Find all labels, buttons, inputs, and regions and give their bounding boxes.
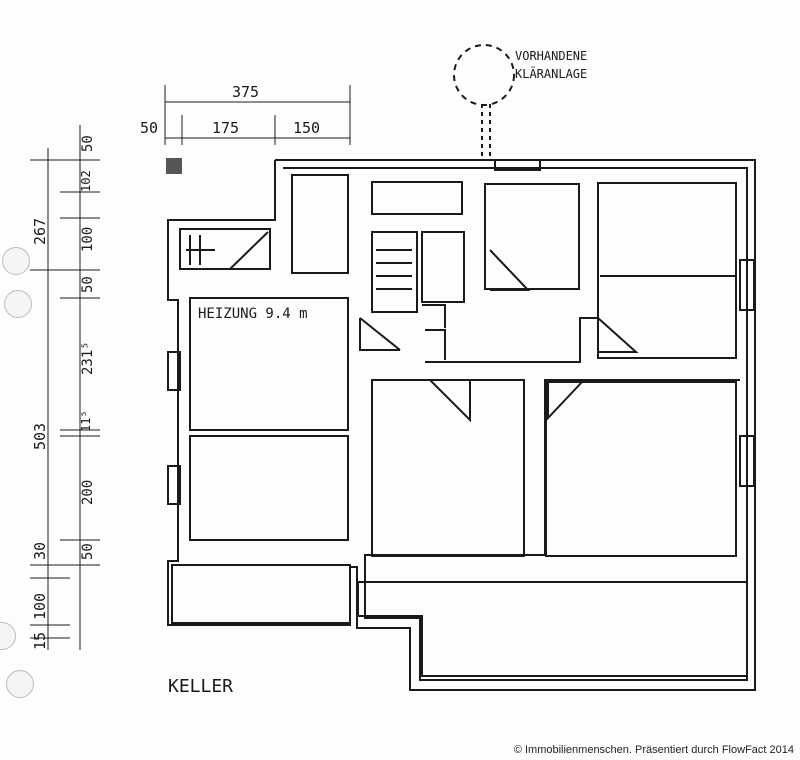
outer-wall	[167, 159, 756, 691]
heizung-door	[359, 317, 401, 351]
punch-hole-2	[4, 290, 32, 318]
room-middle-lower	[371, 379, 525, 557]
room-shaft-1	[291, 174, 349, 274]
dim-inner-115: 11⁵	[79, 410, 93, 432]
door-upper-middle	[489, 249, 531, 291]
chimney-marker	[166, 158, 182, 174]
annotation-line-2: KLÄRANLAGE	[515, 66, 587, 81]
stair-diag-1	[229, 231, 269, 270]
dim-left-503: 503	[31, 423, 49, 450]
dim-inner-50: 50	[80, 276, 96, 293]
floor-label: KELLER	[168, 676, 233, 697]
window-left-1	[167, 351, 181, 391]
room-bottom-right	[357, 581, 748, 677]
room-bottom-left	[171, 564, 351, 624]
window-top	[494, 159, 541, 171]
plan-walls	[167, 44, 756, 691]
door-middle-lower	[429, 379, 471, 423]
room-label-heizung: HEIZUNG 9.4 m	[198, 306, 308, 322]
dim-inner-2315: 231⁵	[80, 341, 96, 375]
dimension-lines-left	[30, 125, 100, 650]
dim-inner-50-bottom: 50	[80, 543, 96, 560]
door-corridor-left	[425, 329, 446, 360]
stair-left	[179, 228, 271, 270]
dim-inner-102: 102	[79, 170, 93, 192]
room-shaft-2	[371, 181, 463, 215]
dim-left-267: 267	[31, 218, 49, 245]
room-right-lower	[545, 381, 737, 557]
dim-top-mid: 175	[212, 119, 239, 137]
annotation-line-1: VORHANDENE	[515, 49, 587, 63]
window-left-2	[167, 465, 181, 505]
dim-inner-100: 100	[80, 227, 96, 252]
punch-hole-1	[2, 247, 30, 275]
dim-inner-50-top: 50	[80, 135, 96, 152]
inner-wall-outline	[283, 167, 748, 681]
dim-top-total: 375	[232, 83, 259, 101]
dim-inner-200: 200	[80, 480, 96, 505]
dim-left-15: 15	[31, 632, 49, 650]
room-wc	[421, 231, 465, 303]
copyright-text: © Immobilienmenschen. Präsentiert durch …	[513, 744, 794, 756]
room-heizung	[189, 297, 349, 431]
dim-left-100: 100	[31, 593, 49, 620]
window-right-1	[739, 259, 755, 311]
dim-left-30: 30	[31, 542, 49, 560]
heizung-door-leaf	[359, 318, 400, 351]
door-right-lower	[547, 381, 583, 421]
room-upper-right	[597, 182, 737, 359]
door-corridor-right	[422, 304, 446, 328]
room-left-lower	[189, 435, 349, 541]
corridor-wall	[425, 317, 598, 363]
punch-hole-4	[6, 670, 34, 698]
septic-tank	[453, 44, 515, 106]
door-upper-right	[597, 317, 639, 353]
dim-top-left: 50	[140, 119, 158, 137]
room-stairwell	[371, 231, 418, 313]
window-right-2	[739, 435, 755, 487]
room-upper-middle	[484, 183, 580, 290]
dimension-lines-top	[164, 85, 351, 145]
dim-top-right: 150	[293, 119, 320, 137]
